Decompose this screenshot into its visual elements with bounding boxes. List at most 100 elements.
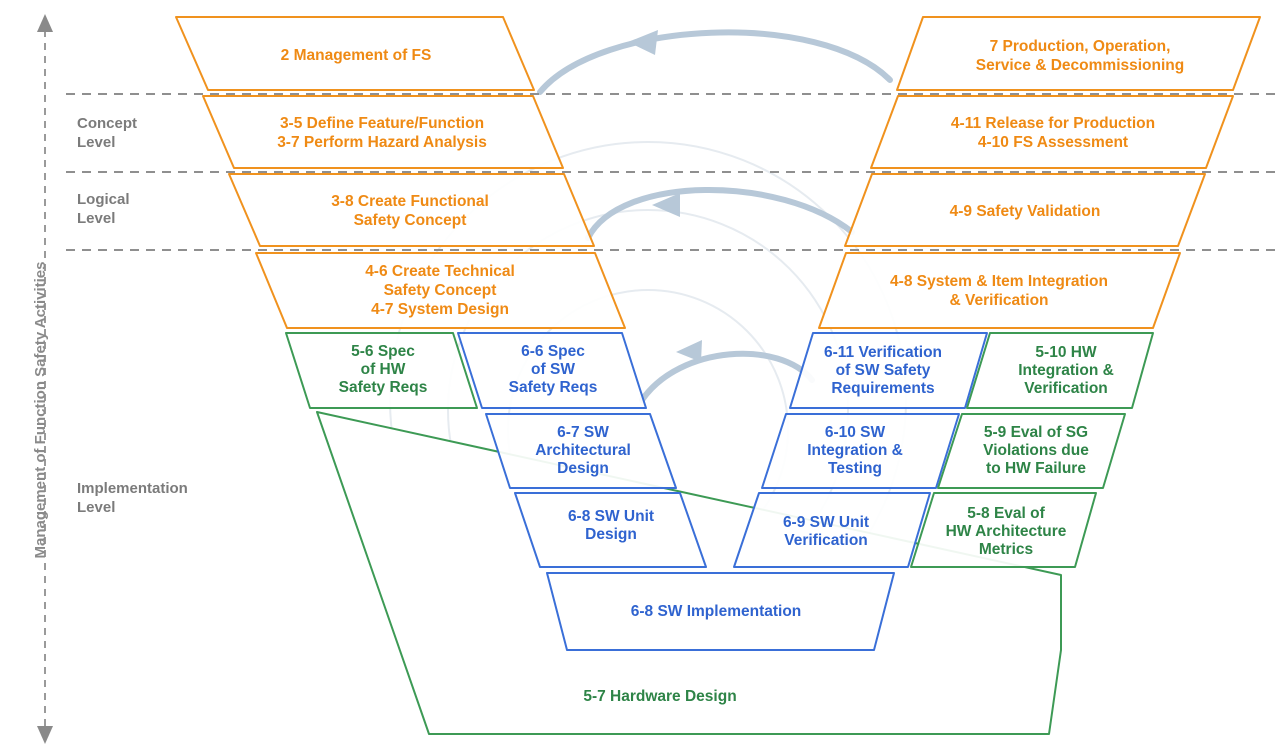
box-sw-safety-reqs-shape <box>457 332 647 409</box>
box-label-line: 2 Management of FS <box>281 47 432 64</box>
box-label-line: Verification <box>1024 380 1108 397</box>
box-label-line: Testing <box>828 460 882 477</box>
box-label-line: 5-10 HW <box>1035 344 1097 361</box>
box-label-line: 5-8 Eval of <box>967 505 1045 522</box>
box-safety-validation-label: 4-9 Safety Validation <box>950 203 1101 220</box>
box-safety-validation-shape <box>844 173 1206 247</box>
box-label-line: 7 Production, Operation, <box>990 38 1171 55</box>
box-define-feature-shape <box>202 95 564 169</box>
side-label: Management of Function Safety Activities <box>32 262 49 559</box>
box-sw-impl-label: 6-8 SW Implementation <box>631 603 802 620</box>
box-label-line: 6-10 SW <box>825 424 886 441</box>
vertical-axis <box>37 14 53 744</box>
arrow-heads <box>628 30 702 362</box>
box-label-line: 3-8 Create Functional <box>331 193 489 210</box>
box-sw-safety-verif-shape <box>789 332 988 409</box>
box-sw-integration-shape <box>761 413 960 489</box>
box-label-line: 4-7 System Design <box>371 301 509 318</box>
box-mgmt-fs: 2 Management of FS <box>175 16 535 91</box>
box-label-line: 3-7 Perform Hazard Analysis <box>277 134 487 151</box>
box-label-line: of SW Safety <box>836 362 931 379</box>
box-label-line: Safety Concept <box>384 282 497 299</box>
box-mgmt-fs-label: 2 Management of FS <box>281 47 432 64</box>
box-label-line: 4-9 Safety Validation <box>950 203 1101 220</box>
box-label-line: 6-6 Spec <box>521 343 585 360</box>
box-label-line: 4-8 System & Item Integration <box>890 273 1108 290</box>
box-mgmt-fs-shape <box>175 16 535 91</box>
box-label-line: to HW Failure <box>986 460 1086 477</box>
axis-down-arrow-icon <box>37 726 53 744</box>
box-label-line: Integration & <box>1018 362 1114 379</box>
level-label-concept: Concept Level <box>77 115 141 151</box>
box-hw-arch-metrics-shape <box>910 492 1097 568</box>
box-label-line: Integration & <box>807 442 903 459</box>
arrow-lower-head <box>676 340 702 362</box>
box-define-feature: 3-5 Define Feature/Function 3-7 Perform H… <box>202 95 564 169</box>
box-system-integration-shape <box>818 252 1181 329</box>
box-label-line: 6-8 SW Unit <box>568 508 654 525</box>
box-label-line: HW Architecture <box>946 523 1067 540</box>
box-label-line: Design <box>585 526 637 543</box>
box-sw-unit-verif-shape <box>733 492 931 568</box>
axis-up-arrow-icon <box>37 14 53 32</box>
arrow-middle-head <box>652 193 680 217</box>
box-hw-integration-shape <box>966 332 1154 409</box>
box-production-label: 7 Production, Operation, Service & Decomm… <box>976 38 1184 74</box>
box-label-line: 6-11 Verification <box>824 344 942 361</box>
box-system-integration-label: 4-8 System & Item Integration & Verificat… <box>890 273 1108 309</box>
box-label-line: Metrics <box>979 541 1033 558</box>
box-sw-unit-design-shape <box>514 492 707 568</box>
box-label-line: of SW <box>531 361 575 378</box>
arrow-middle <box>585 187 855 241</box>
box-sw-impl-shape <box>546 572 895 651</box>
box-func-safety-concept-shape <box>228 173 595 247</box>
box-label-line: 5-6 Spec <box>351 343 415 360</box>
box-sw-impl: 6-8 SW Implementation <box>546 572 895 651</box>
box-hw-safety-reqs-shape <box>285 332 478 409</box>
box-label-line: 6-9 SW Unit <box>783 514 869 531</box>
box-label-line: Safety Reqs <box>339 379 428 396</box>
box-label-line: 3-5 Define Feature/Function <box>280 115 484 132</box>
arrow-top-head <box>628 30 658 55</box>
box-tech-safety-concept-shape <box>255 252 626 329</box>
box-define-feature-label: 3-5 Define Feature/Function 3-7 Perform H… <box>277 115 487 151</box>
box-label-line: & Verification <box>949 292 1048 309</box>
feedback-arrows <box>537 29 893 403</box>
box-hw-design-label: 5-7 Hardware Design <box>583 688 736 705</box>
box-label-line: Requirements <box>831 380 934 397</box>
box-label-line: Safety Reqs <box>509 379 598 396</box>
box-label-line: 6-7 SW <box>557 424 609 441</box>
box-label-line: Service & Decommissioning <box>976 57 1184 74</box>
box-label-line: 5-9 Eval of SG <box>984 424 1088 441</box>
box-label-line: Violations due <box>983 442 1089 459</box>
box-sg-violations-shape <box>937 413 1126 489</box>
level-label-logical: Logical Level <box>77 191 134 227</box>
box-sw-arch-shape <box>485 413 677 489</box>
box-label-line: Safety Concept <box>354 212 467 229</box>
box-label-line: 5-7 Hardware Design <box>583 688 736 705</box>
box-label-line: 6-8 SW Implementation <box>631 603 802 620</box>
boxes-layer: 5-7 Hardware Design 2 Management of FS 3-5… <box>175 16 1261 735</box>
box-production: 7 Production, Operation, Service & Decomm… <box>896 16 1261 91</box>
